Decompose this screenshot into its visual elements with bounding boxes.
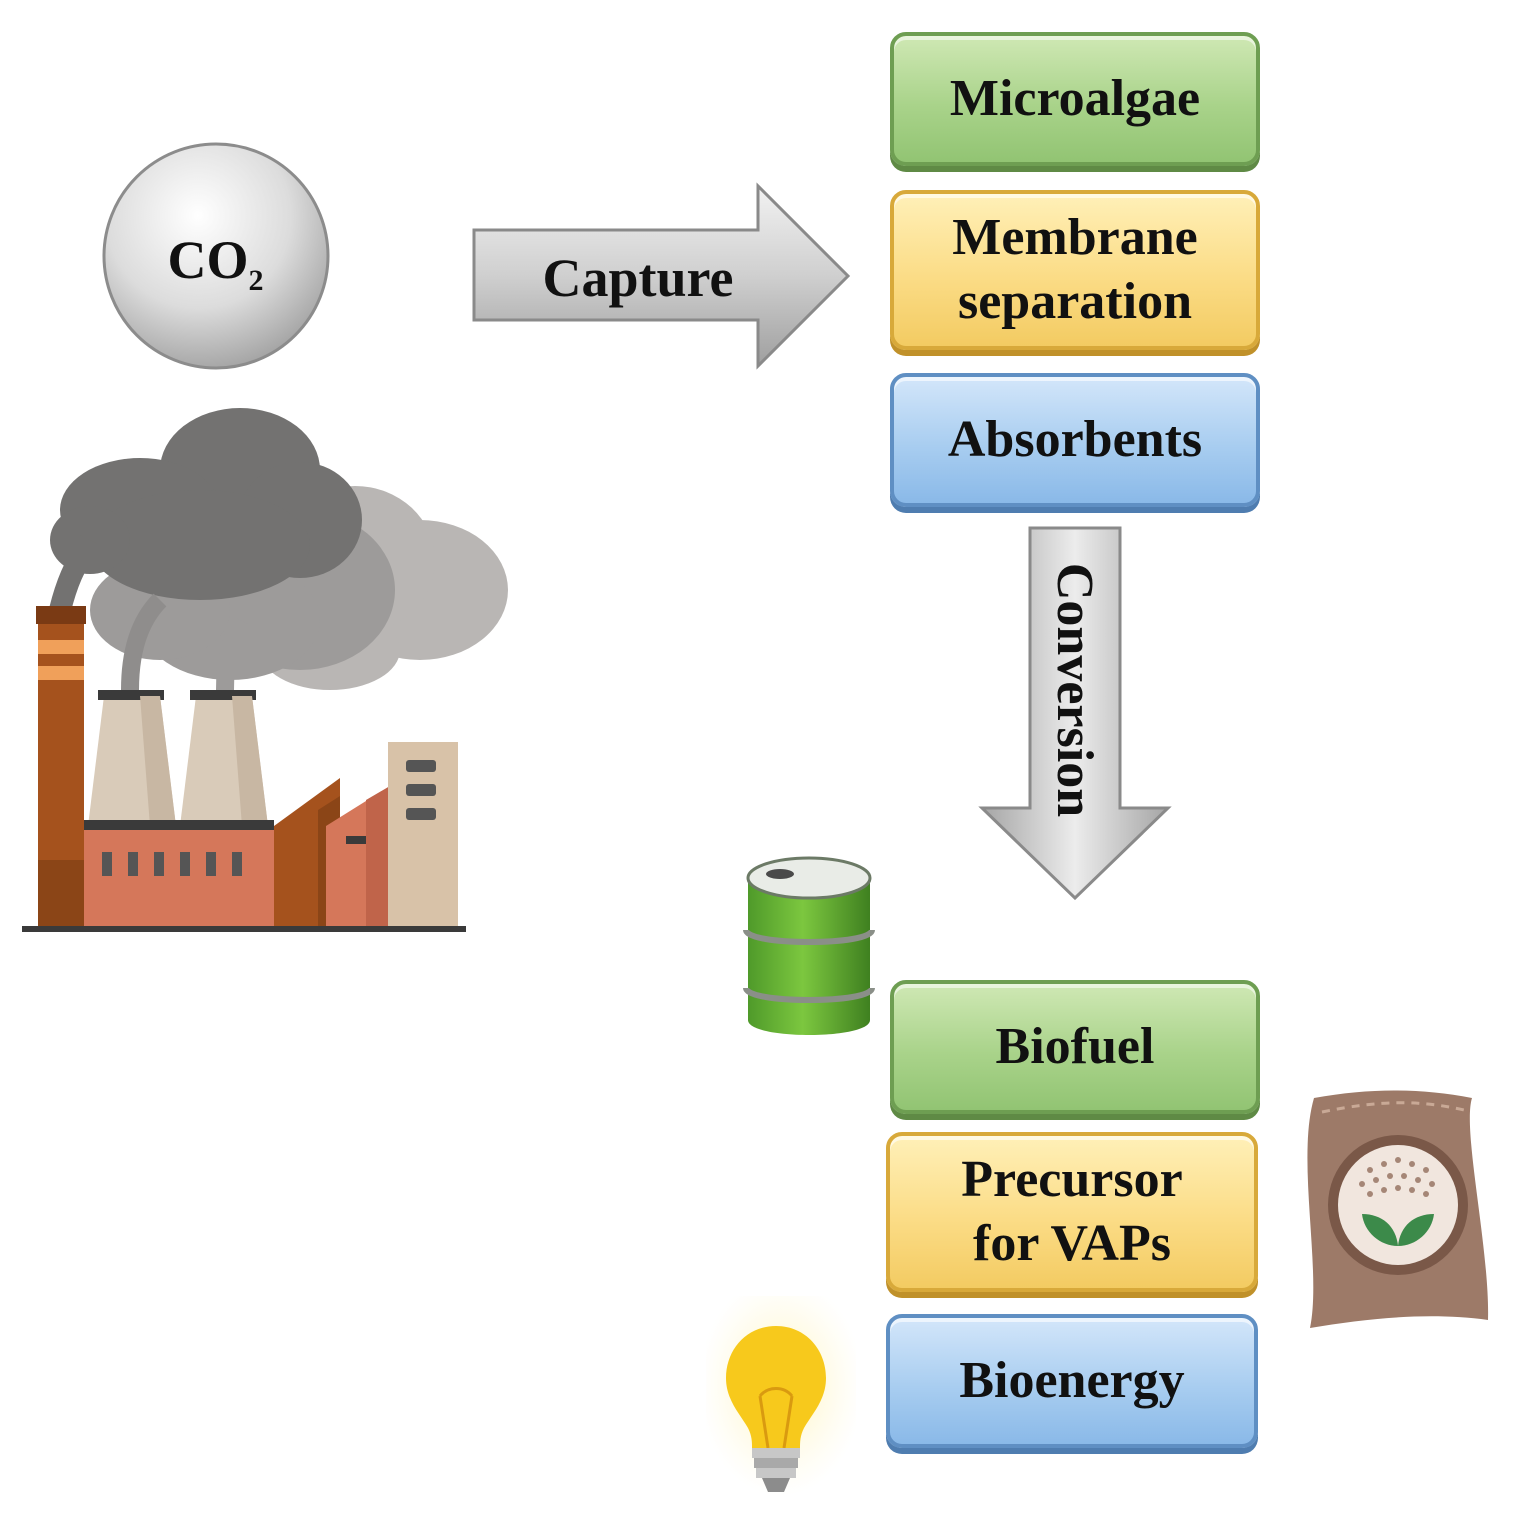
absorbents-label: Absorbents <box>947 411 1203 468</box>
biofuel-label: Biofuel <box>995 1018 1155 1075</box>
precursor-label-line2: for VAPs <box>973 1215 1171 1272</box>
membrane-separation-box: Membrane separation <box>890 190 1260 350</box>
absorbents-box: Absorbents <box>890 373 1260 507</box>
precursor-box: Precursor for VAPs <box>886 1132 1258 1292</box>
office-building <box>388 742 458 926</box>
oil-barrel-icon <box>743 856 875 1035</box>
light-bulb-icon <box>706 1296 856 1496</box>
co2-subscript: 2 <box>249 264 264 297</box>
co2-circle: CO 2 <box>102 142 330 370</box>
precursor-label-line1: Precursor <box>961 1151 1183 1208</box>
bioenergy-label: Bioenergy <box>959 1352 1185 1409</box>
capture-arrow: Capture <box>472 182 851 370</box>
conversion-arrow: Conversion <box>978 526 1172 901</box>
membrane-label-line1: Membrane <box>952 209 1198 266</box>
factory-building <box>84 820 274 926</box>
co2-label: CO <box>168 230 249 290</box>
conversion-label: Conversion <box>1046 563 1103 817</box>
microalgae-box: Microalgae <box>890 32 1260 166</box>
biofuel-box: Biofuel <box>890 980 1260 1114</box>
fertilizer-bag-icon <box>1307 1090 1489 1328</box>
bioenergy-box: Bioenergy <box>886 1314 1258 1448</box>
capture-label: Capture <box>542 248 733 308</box>
microalgae-label: Microalgae <box>949 70 1201 127</box>
smoke-cloud <box>49 408 508 691</box>
membrane-label-line2: separation <box>957 273 1192 330</box>
factory-icon <box>22 408 508 932</box>
